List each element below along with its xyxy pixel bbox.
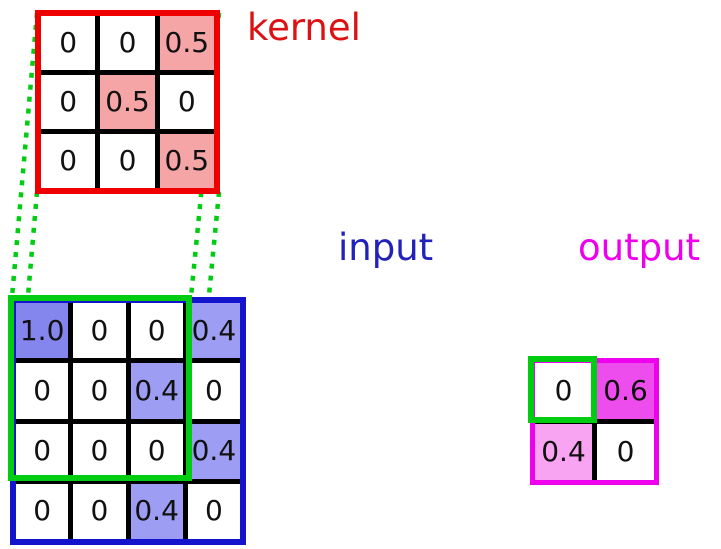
grid-cell: 0.5	[159, 134, 214, 188]
grid-cell: 1.0	[16, 303, 69, 359]
grid-cell: 0.5	[159, 16, 214, 70]
grid-cell: 0	[73, 363, 126, 419]
grid-cell: 0.5	[100, 75, 155, 129]
grid-cell: 0	[16, 423, 69, 479]
grid-cell: 0	[535, 363, 592, 419]
grid-cell: 0	[100, 134, 155, 188]
grid-cell: 0.4	[535, 424, 592, 480]
grid-cell: 0.6	[597, 363, 654, 419]
grid-cell: 0	[73, 483, 126, 539]
grid-cell: 0	[130, 423, 183, 479]
grid-cell: 0	[41, 75, 96, 129]
grid-cell: 0	[187, 483, 240, 539]
grid-cell: 0	[41, 134, 96, 188]
grid-cell: 0.4	[187, 303, 240, 359]
output-active-cell-highlight	[528, 356, 597, 423]
grid-cell: 0.4	[130, 363, 183, 419]
grid-cell: 0	[597, 424, 654, 480]
grid-cell: 0	[159, 75, 214, 129]
input-label: input	[338, 226, 434, 269]
output-label: output	[578, 226, 701, 269]
grid-cell: 0	[16, 363, 69, 419]
input-receptive-field-highlight	[8, 295, 192, 481]
grid-cell: 0	[100, 16, 155, 70]
grid-cell: 0	[41, 16, 96, 70]
grid-cell: 0	[73, 423, 126, 479]
grid-cell: 0	[187, 363, 240, 419]
grid-cell: 0	[16, 483, 69, 539]
grid-cell: 0.4	[130, 483, 183, 539]
grid-cell: 0	[73, 303, 126, 359]
grid-cell: 0	[130, 303, 183, 359]
grid-cell: 0.4	[187, 423, 240, 479]
kernel-label: kernel	[247, 6, 361, 49]
